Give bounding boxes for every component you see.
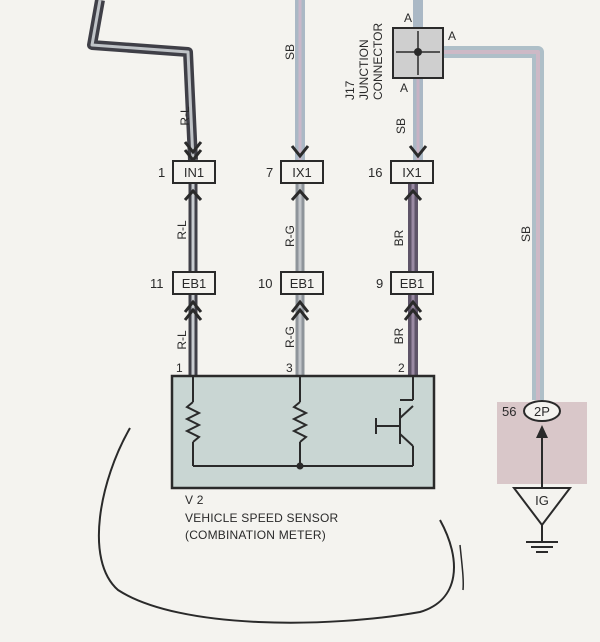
wire-label-rg-mid: R-G — [283, 225, 297, 247]
ig-label: IG — [535, 493, 549, 508]
junction-name-line2: JUNCTION — [357, 39, 371, 100]
wire-label-sb-right: SB — [519, 226, 533, 242]
wire-label-rl-mid: R-L — [175, 220, 189, 240]
arrow-up-icon — [536, 425, 548, 438]
junction-pin-top: A — [404, 11, 412, 25]
junction-name-line1: J17 — [343, 80, 357, 100]
wire-label-rl-bottom: R-L — [175, 330, 189, 350]
ig-triangle — [511, 487, 573, 527]
sensor-name: VEHICLE SPEED SENSOR — [185, 511, 339, 525]
wire-label-br-bottom: BR — [392, 327, 406, 344]
ig-connector-pin: 56 — [502, 404, 516, 419]
connector-in1 — [172, 160, 216, 184]
ground-icon — [526, 525, 558, 553]
connector-code: IX1 — [292, 165, 312, 180]
wire-label-rl-top: R-L — [178, 106, 192, 126]
wire-label-rg-bottom: R-G — [283, 326, 297, 348]
arrow-down-icon — [183, 141, 203, 155]
connector-pin: 9 — [376, 276, 383, 291]
wire-label-sb-junction: SB — [394, 118, 408, 134]
hand-drawn-outline — [98, 427, 455, 624]
connector-pin: 1 — [158, 165, 165, 180]
connector-pin: 11 — [150, 276, 164, 291]
junction-pin-right: A — [448, 29, 456, 43]
sensor-id: V 2 — [185, 493, 204, 507]
connector-pin: 10 — [258, 276, 272, 291]
connector-ix1-right — [390, 160, 434, 184]
connector-2p — [523, 400, 561, 422]
connector-pin: 7 — [266, 165, 273, 180]
connector-code: IN1 — [184, 165, 204, 180]
sensor-pin: 3 — [286, 361, 293, 375]
wire-rl — [87, 0, 198, 161]
connector-ix1-left — [280, 160, 324, 184]
connector-eb1-right — [390, 271, 434, 295]
connector-code: EB1 — [290, 276, 315, 291]
sensor-pin: 1 — [176, 361, 183, 375]
connector-code: EB1 — [400, 276, 425, 291]
wire-label-br-mid: BR — [392, 229, 406, 246]
connector-code: IX1 — [402, 165, 422, 180]
ig-connector-code: 2P — [534, 404, 550, 419]
connector-pin: 16 — [368, 165, 382, 180]
junction-pin-bottom: A — [400, 81, 408, 95]
connector-eb1-left — [172, 271, 216, 295]
junction-name-line3: CONNECTOR — [371, 23, 385, 100]
vehicle-speed-sensor-box — [170, 374, 436, 490]
sensor-circuit — [184, 376, 414, 467]
sensor-pin: 2 — [398, 361, 405, 375]
wire-label-sb-top: SB — [283, 44, 297, 60]
junction-dot — [296, 462, 304, 470]
connector-eb1-middle — [280, 271, 324, 295]
connector-code: EB1 — [182, 276, 207, 291]
sensor-sub: (COMBINATION METER) — [185, 528, 326, 542]
